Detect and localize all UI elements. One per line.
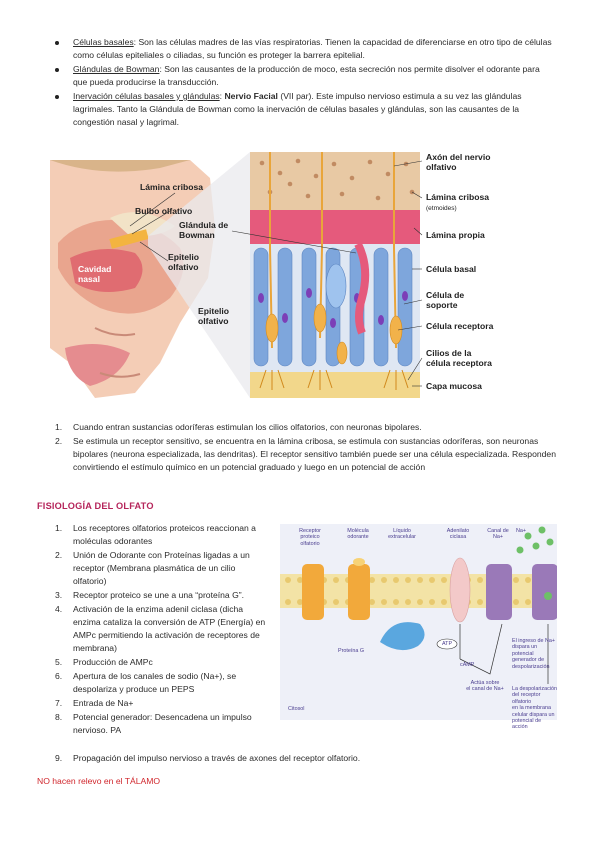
list-item: 1.Cuando entran sustancias odoríferas es… bbox=[55, 422, 422, 432]
note-thalamus: NO hacen relevo en el TÁLAMO bbox=[37, 776, 161, 786]
label-na: Na+ bbox=[516, 528, 527, 534]
label-lamina-propia: Lámina propia bbox=[426, 230, 485, 240]
label-atp: ATP bbox=[441, 641, 453, 647]
physiology-steps: 1.Los receptores olfatorios proteicos re… bbox=[55, 522, 270, 738]
zoom-connector bbox=[148, 152, 250, 398]
separator: : bbox=[219, 91, 225, 101]
leader-lines bbox=[129, 160, 423, 387]
term: Células basales bbox=[73, 37, 134, 47]
list-item: 4.Activación de la enzima adenil ciclasa… bbox=[55, 604, 266, 653]
bold-term: Nervio Facial bbox=[224, 91, 278, 101]
description: : Son las células madres de las vías res… bbox=[73, 37, 552, 60]
pathway-arrows bbox=[459, 623, 549, 684]
olfactory-illustration bbox=[50, 152, 423, 398]
sodium-ions bbox=[516, 526, 554, 554]
label-camp: cAMP bbox=[460, 662, 475, 668]
bullet-dot bbox=[55, 41, 59, 45]
list-item: 2.Se estimula un receptor sensitivo, se … bbox=[55, 436, 556, 472]
receptor-protein bbox=[302, 558, 370, 620]
tissue-bullet-list: Células basales: Son las células madres … bbox=[55, 36, 555, 130]
list-item: 1.Los receptores olfatorios proteicos re… bbox=[55, 523, 256, 546]
section-heading: FISIOLOGÍA DEL OLFATO bbox=[37, 501, 154, 511]
label-celula-receptora: Célula receptora bbox=[426, 321, 494, 331]
term: Inervación células basales y glándulas bbox=[73, 91, 220, 101]
list-item: 7.Entrada de Na+ bbox=[55, 698, 134, 708]
bullet-dot bbox=[55, 95, 59, 99]
description: (VII par). Este impulso nervioso estimul… bbox=[73, 91, 522, 127]
list-item: Células basales: Son las células madres … bbox=[55, 36, 555, 62]
label-proteina-g: Proteína G bbox=[338, 648, 365, 654]
bullet-dot bbox=[55, 68, 59, 72]
physiology-step-9: 9.Propagación del impulso nervioso a tra… bbox=[55, 753, 361, 763]
list-item: Glándulas de Bowman: Son las causantes d… bbox=[55, 63, 555, 89]
list-item: 5.Producción de AMPc bbox=[55, 657, 153, 667]
label-bulbo-olfativo: Bulbo olfativo bbox=[135, 206, 193, 216]
adenylate-cyclase bbox=[449, 557, 471, 623]
g-protein bbox=[380, 622, 425, 651]
label-lamina-cribosa: Lámina cribosa bbox=[140, 182, 204, 192]
label-lamina-cribosa-right: Lámina cribosa(etmoides) bbox=[426, 192, 490, 212]
list-item: 3.Receptor proteico se une a una “proteí… bbox=[55, 590, 245, 600]
list-item: Inervación células basales y glándulas: … bbox=[55, 90, 555, 129]
list-item: 2.Unión de Odorante con Proteínas ligada… bbox=[55, 550, 250, 586]
na-channels bbox=[486, 564, 558, 620]
label-capa-mucosa: Capa mucosa bbox=[426, 381, 482, 391]
label-citosol: Citosol bbox=[288, 706, 305, 712]
term: Glándulas de Bowman bbox=[73, 64, 160, 74]
description: : Son las causantes de la producción de … bbox=[73, 64, 540, 87]
list-item: 6.Apertura de los canales de sodio (Na+)… bbox=[55, 671, 237, 694]
list-item: 8.Potencial generador: Desencadena un im… bbox=[55, 712, 252, 735]
transduction-illustration bbox=[280, 524, 558, 720]
tissue-block bbox=[250, 152, 420, 398]
stimulus-steps: 1.Cuando entran sustancias odoríferas es… bbox=[55, 421, 560, 475]
label-celula-basal: Célula basal bbox=[426, 264, 477, 274]
